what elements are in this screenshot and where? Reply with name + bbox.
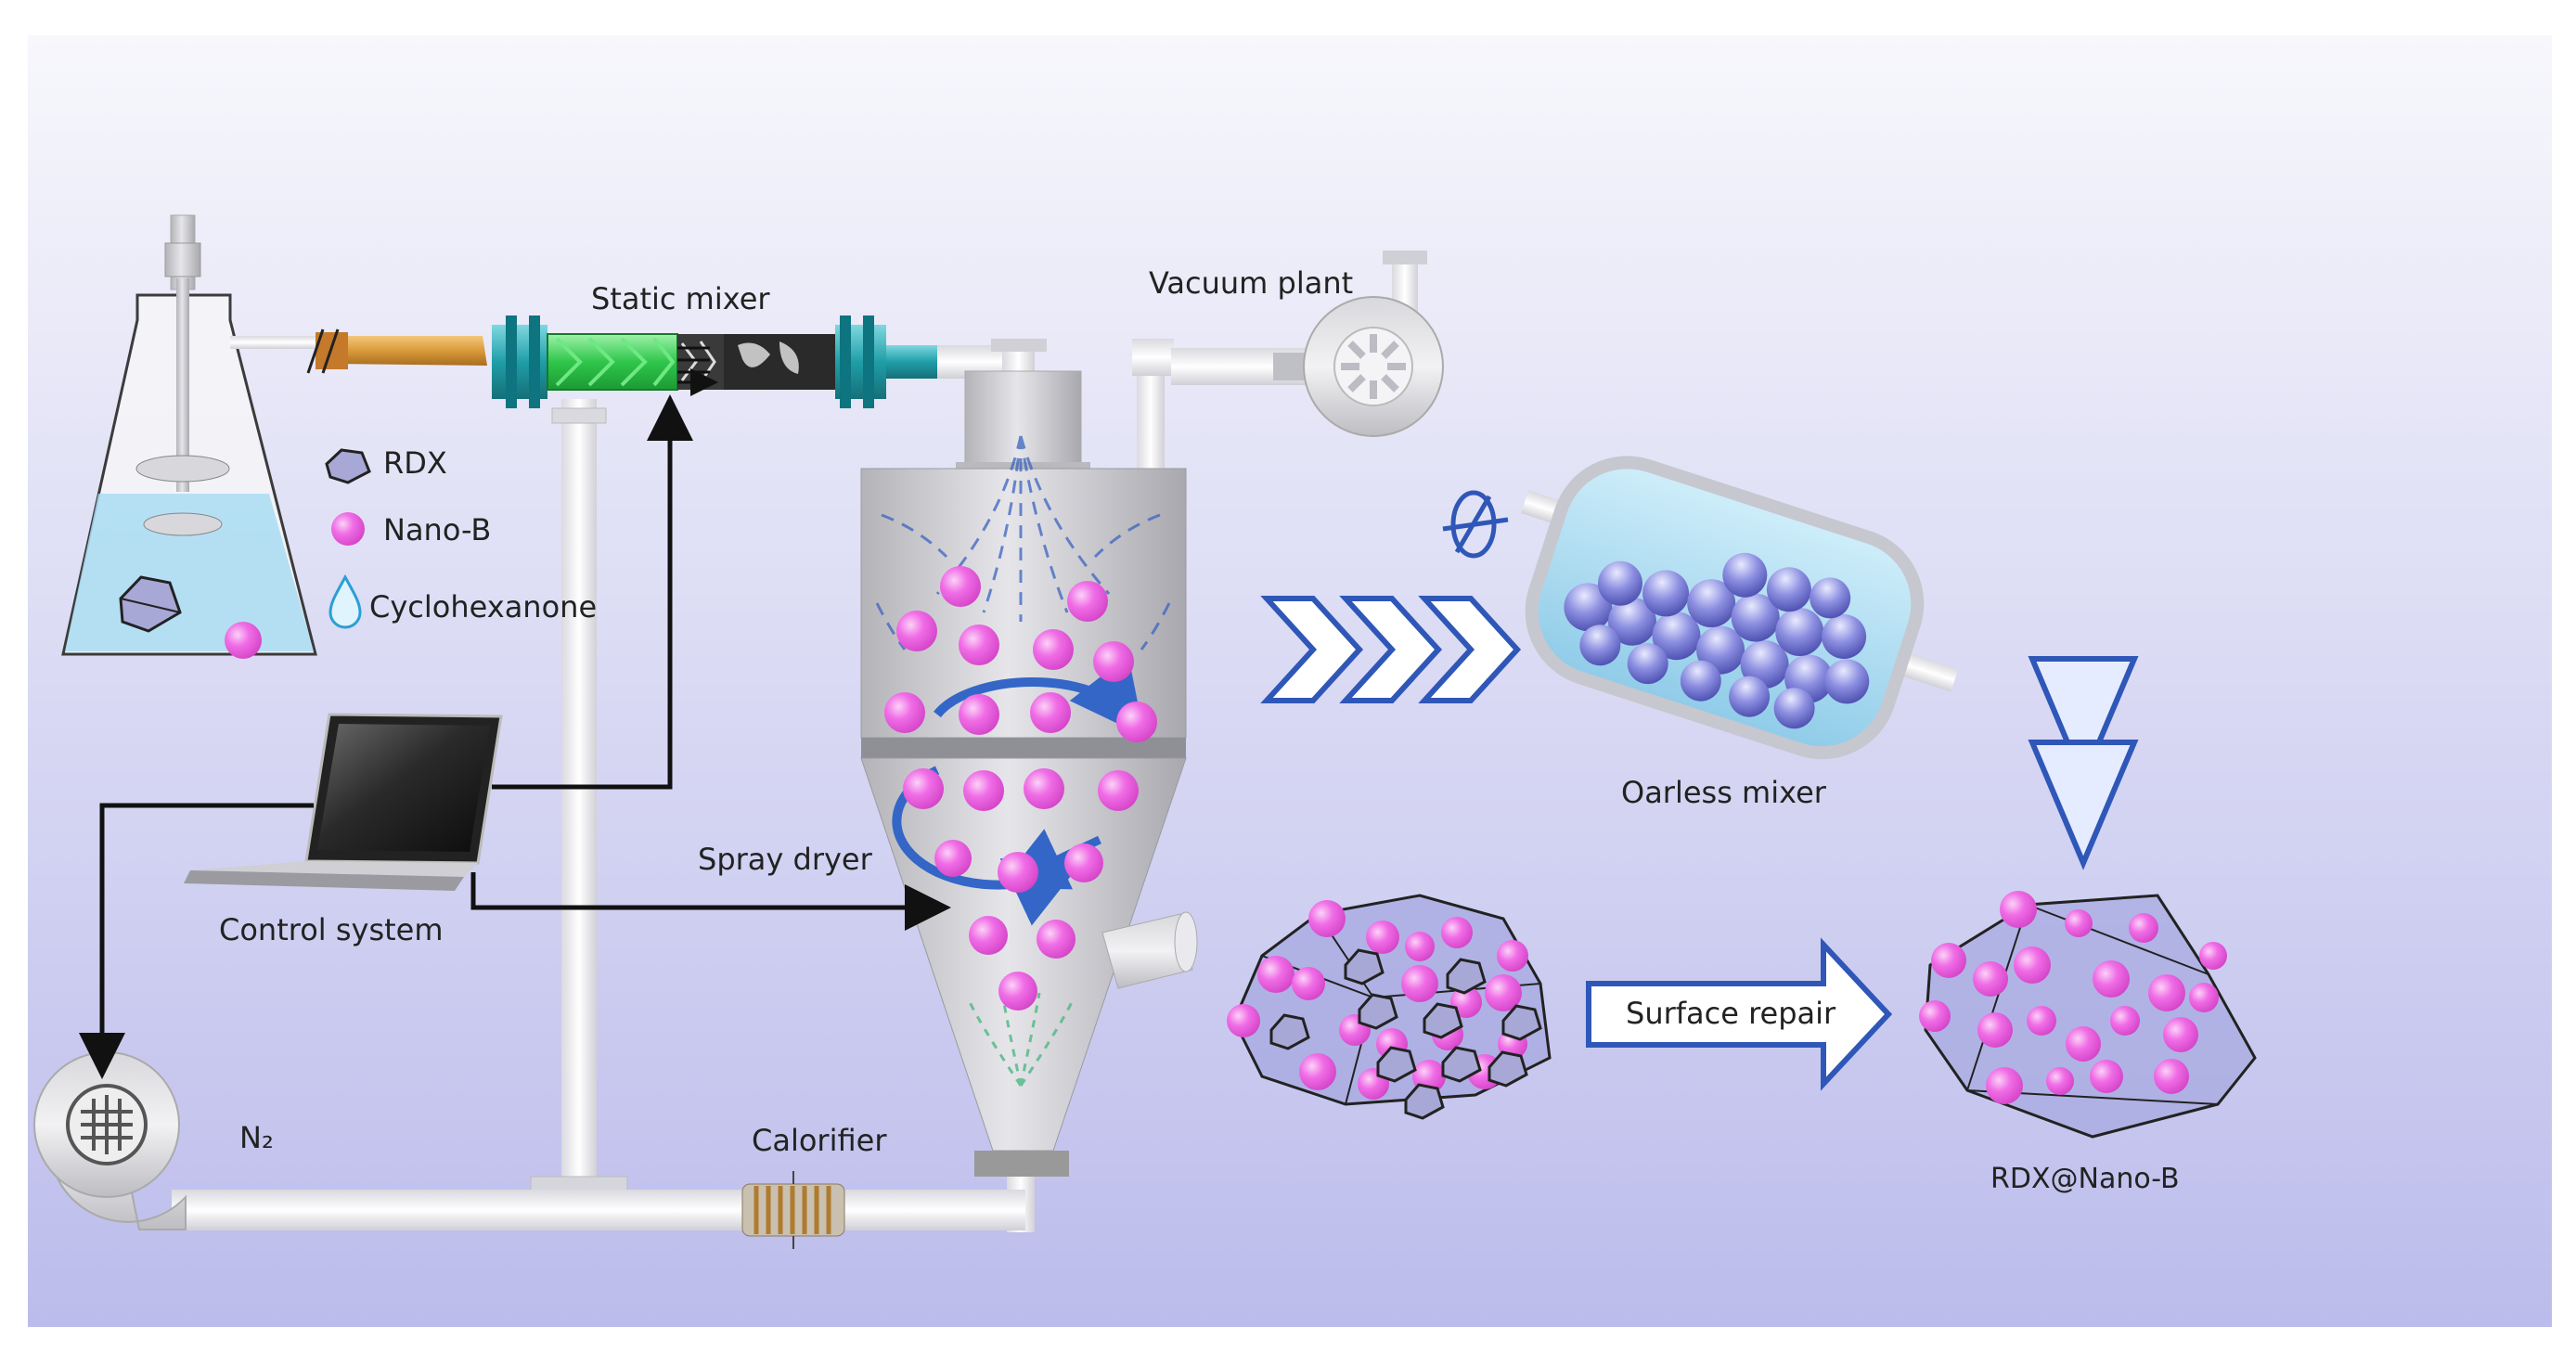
legend-crystal-icon	[325, 448, 371, 484]
surface-repair-arrow	[1586, 937, 1893, 1091]
legend-solvent-label: Cyclohexanone	[369, 589, 597, 624]
surface-repair-label: Surface repair	[1626, 996, 1836, 1031]
rotation-icon	[1442, 490, 1509, 559]
laptop-icon	[184, 713, 503, 891]
calorifier-label: Calorifier	[752, 1123, 887, 1158]
legend-nanob-label: Nano-B	[383, 512, 491, 547]
spray-dryer	[860, 370, 1198, 1232]
nitrogen-line	[172, 1190, 1025, 1230]
control-lines	[79, 394, 951, 1079]
nitrogen-label: N₂	[239, 1120, 274, 1155]
gas-line-vertical	[561, 399, 597, 1188]
spray-dryer-particles	[884, 566, 1157, 1011]
erlenmeyer-flask	[61, 214, 332, 659]
spray-dryer-label: Spray dryer	[698, 842, 873, 877]
intermediate-composite	[1227, 894, 1552, 1120]
calorifier-heater	[741, 1171, 845, 1249]
legend: RDX Nano-B Cyclohexanone	[325, 445, 597, 629]
static-mixer	[492, 315, 937, 408]
final-product	[1919, 891, 2257, 1139]
forward-chevrons	[1260, 596, 1522, 703]
oarless-mixer	[1521, 456, 1959, 760]
product-label: RDX@Nano-B	[1990, 1163, 2180, 1195]
oarless-mixer-label: Oarless mixer	[1621, 775, 1827, 810]
vacuum-plant	[1132, 251, 1444, 492]
droplet-icon	[328, 573, 362, 629]
legend-rdx-label: RDX	[383, 445, 447, 481]
static-mixer-label: Static mixer	[591, 281, 770, 316]
legend-particle-icon	[331, 512, 365, 546]
down-triangles	[2028, 656, 2139, 870]
vacuum-plant-label: Vacuum plant	[1149, 265, 1353, 301]
control-system-label: Control system	[219, 912, 444, 947]
